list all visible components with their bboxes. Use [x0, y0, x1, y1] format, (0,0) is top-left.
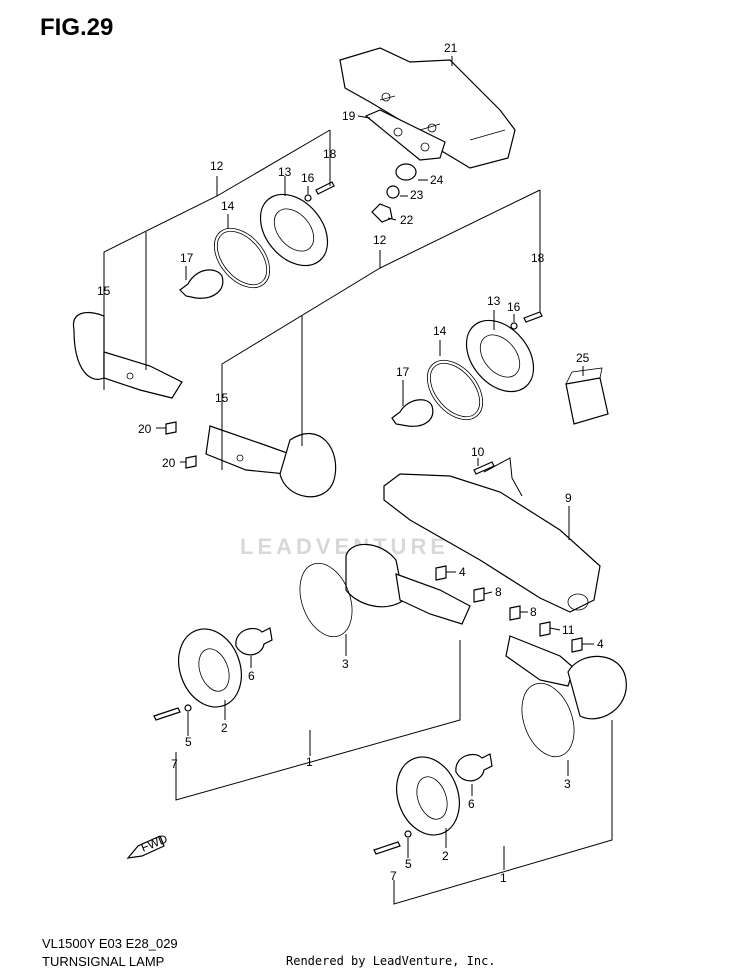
gasket-part-14b [427, 359, 483, 421]
callout-4-upper: 4 [459, 565, 466, 579]
washer-part-16b [510, 322, 518, 330]
callout-17-upper: 17 [180, 251, 194, 265]
callout-17-lower: 17 [396, 365, 410, 379]
screw-part-11 [539, 621, 551, 637]
callout-1-left: 1 [306, 755, 313, 769]
plate-part-19 [364, 109, 446, 161]
callout-24: 24 [430, 173, 444, 187]
figure-title: FIG.29 [40, 14, 114, 41]
bulb-part-17a [179, 269, 224, 299]
gasket-part-14a [214, 227, 270, 289]
callout-20-lower: 20 [162, 456, 176, 470]
callout-8-upper: 8 [495, 585, 502, 599]
callout-7-right: 7 [390, 869, 397, 883]
screw-part-7b [373, 841, 401, 855]
rendered-by-credit: Rendered by LeadVenture, Inc. [286, 954, 496, 968]
callout-23: 23 [410, 188, 424, 202]
callout-12-lower: 12 [373, 233, 387, 247]
relay-part-25 [565, 367, 609, 425]
model-code: VL1500Y E03 E28_029 [42, 936, 178, 951]
lamp-housing-part-15b [205, 425, 337, 498]
nut-part-22 [371, 203, 393, 223]
callout-11: 11 [562, 623, 575, 637]
callout-14-lower: 14 [433, 324, 447, 338]
screw-part-18a [315, 181, 335, 195]
lamp-housing-part-15a [72, 311, 183, 399]
screw-part-20b [185, 455, 197, 469]
gasket-part-3b [521, 682, 575, 758]
callout-13-lower: 13 [487, 294, 501, 308]
callout-21: 21 [444, 41, 458, 55]
callout-4-lower: 4 [597, 637, 604, 651]
callout-5-right: 5 [405, 857, 412, 871]
callout-5-left: 5 [185, 735, 192, 749]
callout-9: 9 [565, 491, 572, 505]
callout-16-upper: 16 [301, 171, 315, 185]
callout-18-upper: 18 [323, 147, 337, 161]
callout-2-left: 2 [221, 721, 228, 735]
watermark: LEADVENTURE [240, 534, 450, 559]
washer-part-16a [304, 194, 312, 202]
lens-part-13b [465, 319, 535, 393]
callout-1-right: 1 [500, 871, 507, 885]
lens-part-2b [396, 756, 460, 836]
callout-12-upper: 12 [210, 159, 224, 173]
screw-part-20a [165, 421, 177, 435]
bracket-part-21 [339, 47, 516, 169]
callout-16-lower: 16 [507, 300, 521, 314]
gasket-part-3a [299, 562, 353, 638]
callout-19: 19 [342, 109, 356, 123]
callout-labels: 21 19 24 23 22 12 13 16 18 14 17 15 12 1… [97, 41, 604, 885]
callout-15-upper: 15 [97, 284, 111, 298]
callout-3-left: 3 [342, 657, 349, 671]
lens-part-2a [178, 628, 242, 708]
bracket-part-9 [383, 473, 601, 613]
screw-part-8b [509, 605, 521, 621]
lens-part-13a [259, 193, 329, 267]
callout-6-right: 6 [468, 797, 475, 811]
callout-18-lower: 18 [531, 251, 545, 265]
washer-part-5a [184, 704, 192, 712]
bulb-part-6b [455, 753, 493, 782]
fwd-arrow-icon: FWD [126, 831, 170, 859]
callout-6-left: 6 [248, 669, 255, 683]
callout-14-upper: 14 [221, 199, 235, 213]
callout-2-right: 2 [442, 849, 449, 863]
bulb-part-17b [391, 399, 434, 427]
screw-part-7a [153, 707, 181, 721]
callout-7-left: 7 [171, 757, 178, 771]
lamp-body-part-1a [345, 543, 471, 625]
leader-lines [103, 56, 613, 905]
callout-22: 22 [400, 213, 414, 227]
fwd-label: FWD [139, 831, 170, 854]
callout-10: 10 [471, 445, 485, 459]
callout-13-upper: 13 [278, 165, 292, 179]
callout-15-lower: 15 [215, 391, 229, 405]
screw-part-8a [473, 587, 485, 603]
washer-part-5b [404, 830, 412, 838]
bulb-part-6a [235, 627, 273, 656]
callout-20-upper: 20 [138, 422, 152, 436]
screw-part-4b [571, 637, 583, 653]
lamp-body-part-1b [505, 635, 627, 720]
callout-8-lower: 8 [530, 605, 537, 619]
grommet-part-24 [395, 163, 417, 181]
screw-part-18b [523, 311, 543, 323]
callout-25: 25 [576, 351, 590, 365]
screw-part-4a [435, 565, 447, 581]
section-name: TURNSIGNAL LAMP [42, 954, 165, 969]
collar-part-23 [386, 185, 400, 199]
bolt-part-10 [473, 461, 495, 475]
callout-3-right: 3 [564, 777, 571, 791]
